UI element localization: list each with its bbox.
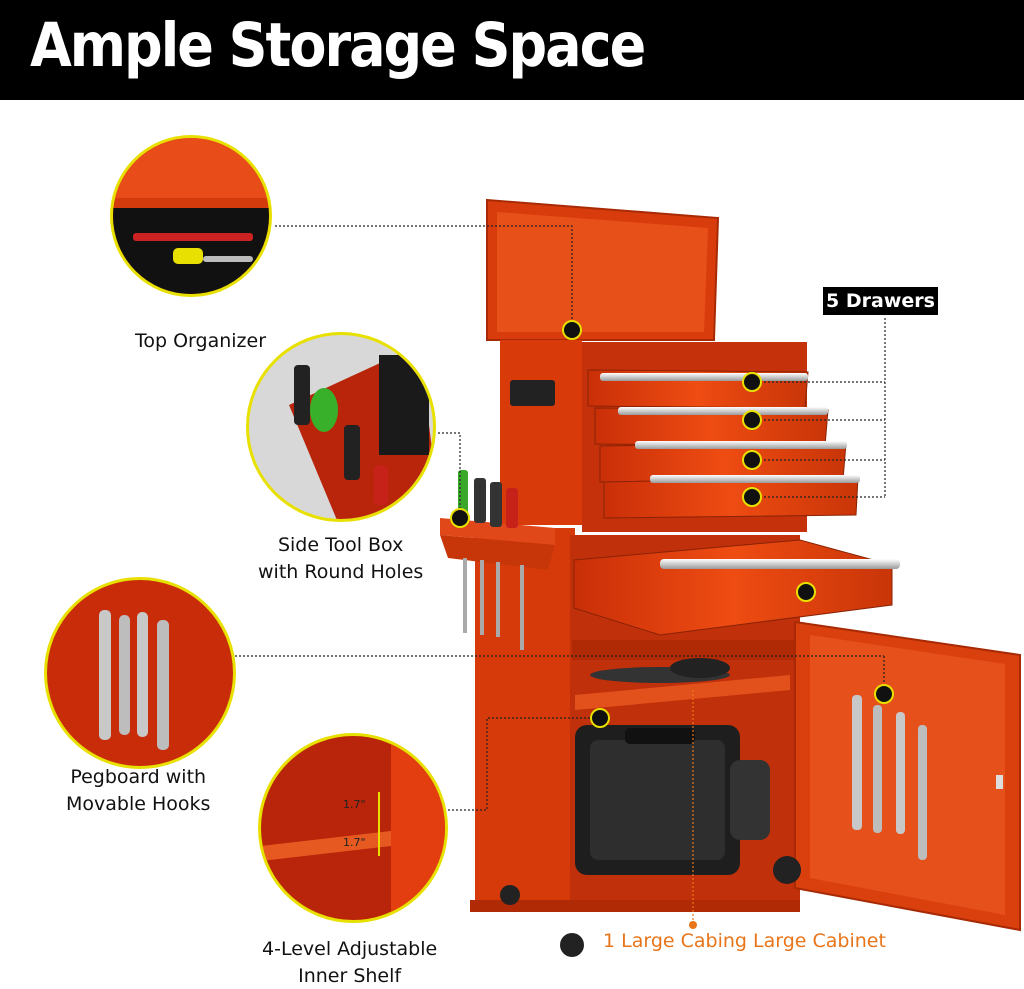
side-tool-box-photo	[246, 332, 436, 522]
drawer-2	[594, 407, 829, 447]
top-organizer-photo	[110, 135, 272, 297]
inner-shelf-label: 4-Level Adjustable Inner Shelf	[262, 936, 437, 989]
page-title: Ample Storage Space	[30, 10, 646, 81]
callout-markers	[450, 320, 894, 728]
chest-lid	[486, 198, 720, 341]
pegboard-label: Pegboard with Movable Hooks	[66, 764, 210, 817]
cabinet-door	[794, 620, 1021, 932]
shelf-measure-bottom: 1.7"	[343, 836, 366, 849]
cabinet-marker	[689, 921, 697, 929]
callout-lines	[235, 225, 886, 925]
casters	[470, 856, 801, 957]
drawer-1	[587, 369, 809, 409]
side-tool-box-label-line2: with Round Holes	[258, 560, 424, 583]
cabinet-label: 1 Large Cabing Large Cabinet	[603, 930, 886, 952]
tool-case	[575, 725, 770, 875]
drawers-badge: 5 Drawers	[823, 287, 938, 315]
pegboard-photo	[44, 577, 236, 769]
shelf-measure-top: 1.7"	[343, 798, 366, 811]
drawer-4	[603, 475, 860, 519]
side-tool-box	[440, 470, 555, 650]
inner-shelf-label-line1: 4-Level Adjustable	[262, 938, 438, 960]
pegboard-label-line2: Movable Hooks	[66, 792, 211, 815]
inner-shelf-photo: 1.7" 1.7"	[258, 733, 448, 923]
side-tool-box-label-line1: Side Tool Box	[277, 534, 404, 556]
side-tool-box-label: Side Tool Box with Round Holes	[258, 532, 423, 585]
drawer-5	[573, 539, 900, 636]
title-banner: Ample Storage Space	[0, 0, 1024, 100]
inner-shelf	[575, 658, 790, 710]
top-organizer-label: Top Organizer	[135, 330, 267, 352]
inner-shelf-label-line2: Inner Shelf	[298, 964, 402, 987]
pegboard-label-line1: Pegboard with	[70, 766, 207, 788]
